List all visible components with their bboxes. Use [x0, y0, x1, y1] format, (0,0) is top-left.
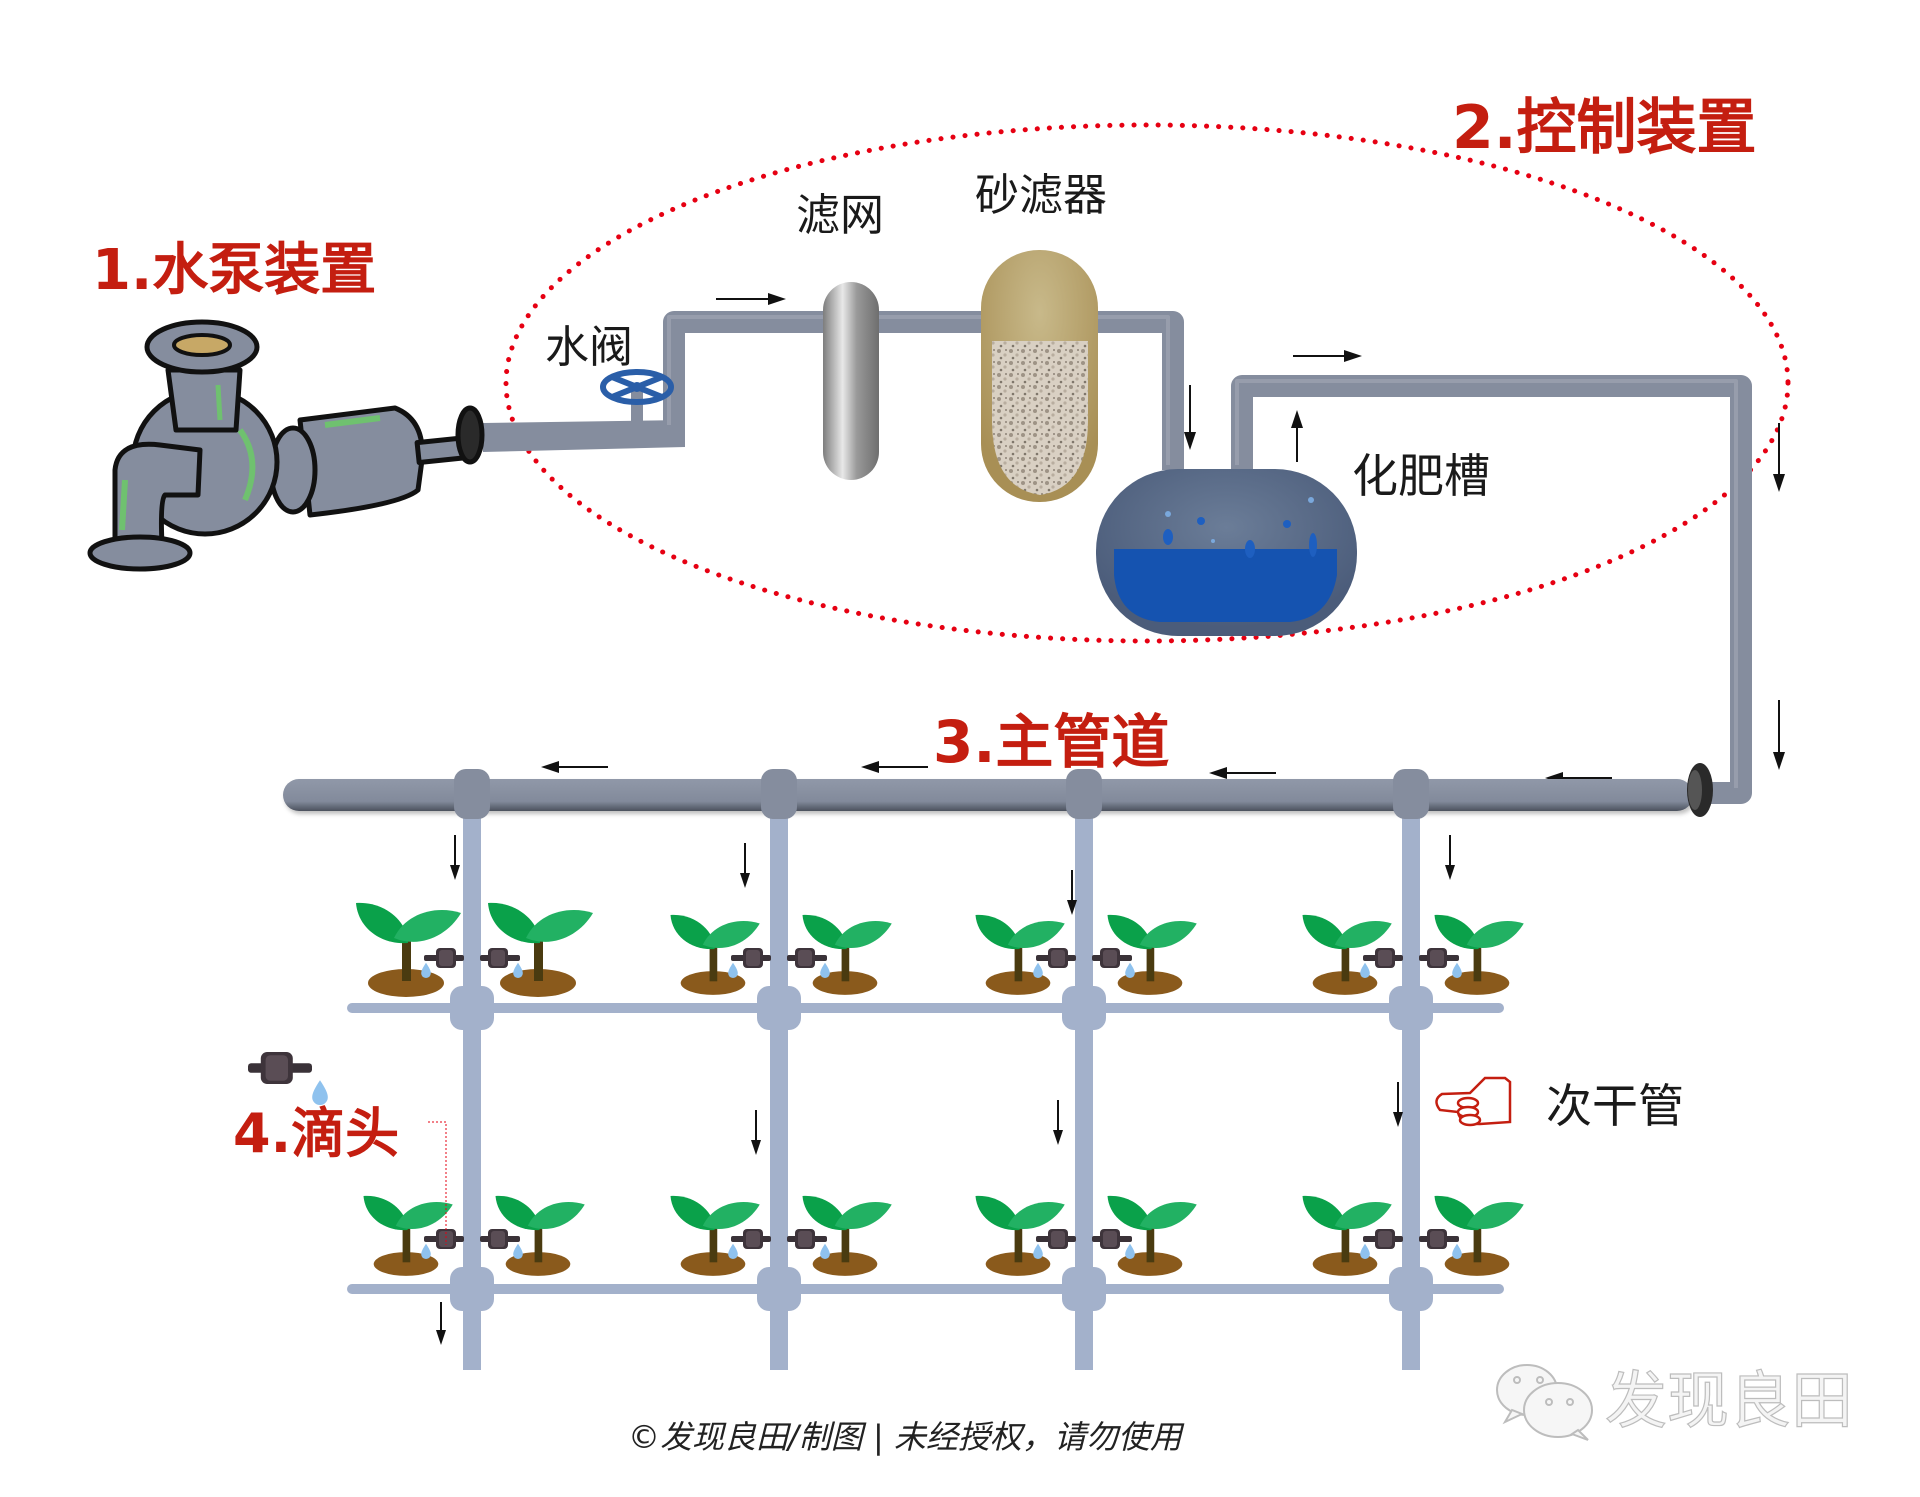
dripper-icon: [1363, 948, 1403, 968]
flow-arrow-head: [1067, 900, 1077, 915]
dripper-leader-line: [428, 1121, 447, 1245]
lateral-pipe: [347, 1003, 1504, 1013]
water-drop-icon: [728, 1243, 738, 1259]
valve-wheel-icon[interactable]: [600, 369, 674, 405]
label-control: 2.控制装置: [1452, 93, 1757, 163]
dripper-icon: [1419, 948, 1459, 968]
water-drop-icon: [1360, 1243, 1370, 1259]
water-drop-icon: [1452, 962, 1462, 978]
water-drop-icon: [421, 962, 431, 978]
seedling-icon: [1434, 1195, 1524, 1276]
water-drop-icon: [1033, 962, 1043, 978]
lateral-junction: [450, 1267, 494, 1311]
wechat-icon: [1496, 1364, 1593, 1441]
screen-filter-icon[interactable]: [823, 282, 879, 480]
water-drop-icon: [1125, 962, 1135, 978]
lateral-junction: [1062, 1267, 1106, 1311]
label-main-pipe: 3.主管道: [933, 708, 1169, 776]
sub-main-pipe: [1402, 806, 1420, 1370]
seedling-icon: [1107, 914, 1197, 995]
lateral-junction: [1062, 986, 1106, 1030]
seedling-icon: [802, 914, 892, 995]
dripper-icon: [1419, 1229, 1459, 1249]
main-pipe: [283, 763, 1713, 817]
control-pipework: [483, 311, 1752, 804]
lateral-junction: [1389, 986, 1433, 1030]
flow-arrow-head: [1393, 1112, 1403, 1127]
flow-arrow-head: [740, 873, 750, 888]
flow-arrow-head: [751, 1140, 761, 1155]
seedling-icon: [802, 1195, 892, 1276]
fertilizer-tank-icon[interactable]: [1096, 469, 1357, 636]
dripper-icon: [1092, 1229, 1132, 1249]
dripper-icon: [424, 948, 464, 968]
lateral-junction: [757, 986, 801, 1030]
flow-arrow-head: [436, 1330, 446, 1345]
label-sand-filter: 砂滤器: [975, 170, 1107, 221]
dripper-icon: [731, 948, 771, 968]
water-drop-icon: [513, 1243, 523, 1259]
lateral-junction: [757, 1267, 801, 1311]
label-fertilizer-tank: 化肥槽: [1352, 449, 1490, 503]
dripper-icon: [1363, 1229, 1403, 1249]
water-drop-icon: [820, 962, 830, 978]
flow-arrows: [541, 293, 1785, 784]
lateral-junction: [1389, 1267, 1433, 1311]
dripper-icon: [787, 1229, 827, 1249]
dripper-icon: [1036, 1229, 1076, 1249]
dripper-icon: [480, 948, 520, 968]
water-drop-icon: [513, 962, 523, 978]
dripper-icon: [731, 1229, 771, 1249]
main-pipe-tee: [1066, 769, 1102, 819]
water-drop-icon: [728, 962, 738, 978]
control-zone-ellipse: [503, 122, 1791, 644]
water-drop-icon: [1125, 1243, 1135, 1259]
label-valve: 水阀: [545, 322, 633, 373]
pointing-hand-icon: [1435, 1076, 1512, 1127]
water-pump-icon: [87, 319, 485, 572]
main-pipe-tee: [761, 769, 797, 819]
water-drop-icon: [421, 1243, 431, 1259]
dripper-icon: [424, 1229, 464, 1249]
label-dripper: 4.滴头: [233, 1102, 399, 1165]
sub-main-pipe: [463, 806, 481, 1370]
dripper-icon: [1036, 948, 1076, 968]
lateral-pipe: [347, 1284, 1504, 1294]
flow-arrow-head: [1445, 865, 1455, 880]
main-pipe-tee: [454, 769, 490, 819]
label-sub-main-pipe: 次干管: [1546, 1079, 1684, 1133]
main-pipe-tee: [1393, 769, 1429, 819]
sand-filter-icon[interactable]: [981, 250, 1098, 502]
dripper-icon: [1092, 948, 1132, 968]
seedling-icon: [1434, 914, 1524, 995]
seedling-icon: [1107, 1195, 1197, 1276]
sub-main-pipe: [1075, 806, 1093, 1370]
sub-pipe-grid: [347, 769, 1524, 1370]
label-screen-filter: 滤网: [796, 190, 884, 241]
dripper-icon: [480, 1229, 520, 1249]
seedling-icon: [495, 1195, 585, 1276]
dripper-icon: [787, 948, 827, 968]
label-pump: 1.水泵装置: [92, 238, 376, 303]
water-drop-icon: [1452, 1243, 1462, 1259]
water-drop-icon: [1360, 962, 1370, 978]
watermark-text: 发现良田: [1605, 1364, 1853, 1437]
flow-arrow-head: [1053, 1130, 1063, 1145]
lateral-junction: [450, 986, 494, 1030]
water-drop-icon: [312, 1080, 328, 1105]
water-drop-icon: [820, 1243, 830, 1259]
water-drop-icon: [1033, 1243, 1043, 1259]
sub-main-pipe: [770, 806, 788, 1370]
dripper-icon: [248, 1052, 312, 1084]
copyright-footer: ©发现良田/制图 | 未经授权，请勿使用: [628, 1418, 1185, 1456]
flow-arrow-head: [450, 865, 460, 880]
